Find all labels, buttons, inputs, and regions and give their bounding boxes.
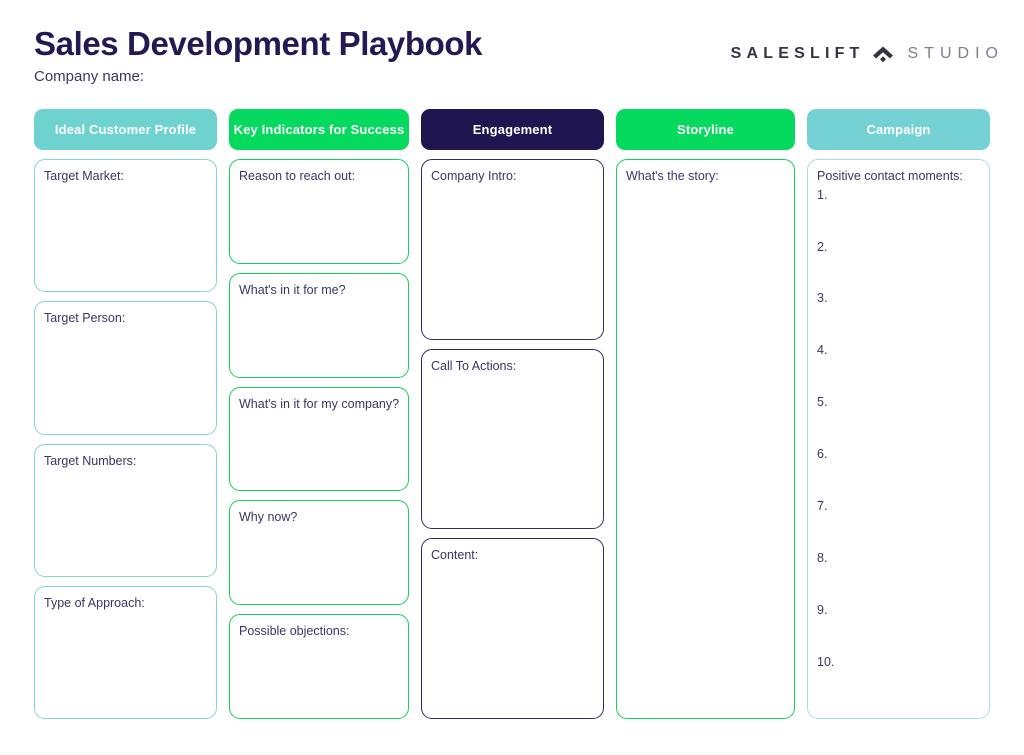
field-label: Why now? (239, 510, 298, 525)
field-company-intro[interactable]: Company Intro: (421, 159, 604, 340)
field-why-now[interactable]: Why now? (229, 500, 409, 606)
field-label: Company Intro: (431, 169, 517, 183)
field-label: Possible objections: (239, 624, 350, 639)
field-label: Content: (431, 548, 479, 563)
field-label: Reason to reach out: (239, 169, 356, 183)
column-storyline: Storyline What's the story: (616, 109, 796, 719)
field-label: Type of Approach: (44, 595, 145, 610)
field-content[interactable]: Content: (421, 538, 604, 720)
list-item[interactable]: 2. (817, 239, 828, 254)
column-header-storyline: Storyline (616, 109, 796, 150)
page-header: Sales Development Playbook Company name:… (0, 0, 1024, 100)
field-target-person[interactable]: Target Person: (34, 301, 217, 435)
list-item[interactable]: 1. (817, 187, 828, 202)
column-campaign: Campaign Positive contact moments: 1. 2.… (807, 109, 991, 719)
field-target-market[interactable]: Target Market: (34, 159, 217, 293)
column-header-key-indicators-for-success: Key Indicators for Success (229, 109, 409, 150)
field-label: What's the story: (626, 169, 719, 183)
brand-name: SALESLIFT (730, 45, 865, 62)
column-engagement: Engagement Company Intro: Call To Action… (421, 109, 604, 720)
field-whats-in-it-for-my-company[interactable]: What's in it for my company? (229, 386, 409, 492)
playbook-board: Ideal Customer Profile Target Market: Ta… (34, 109, 991, 720)
list-item[interactable]: 7. (817, 499, 828, 514)
list-item[interactable]: 6. (817, 447, 828, 462)
column-ideal-customer-profile: Ideal Customer Profile Target Market: Ta… (34, 109, 217, 719)
field-call-to-actions[interactable]: Call To Actions: (421, 348, 604, 530)
column-body-storyline: What's the story: (616, 159, 796, 719)
list-item[interactable]: 9. (817, 602, 828, 617)
field-label: Target Market: (44, 169, 124, 183)
field-type-of-approach[interactable]: Type of Approach: (34, 585, 217, 719)
field-whats-the-story[interactable]: What's the story: (616, 159, 796, 719)
column-body-key-indicators-for-success: Reason to reach out: What's in it for me… (229, 159, 409, 719)
field-label: What's in it for my company? (239, 396, 400, 411)
field-label: What's in it for me? (239, 282, 346, 297)
column-body-ideal-customer-profile: Target Market: Target Person: Target Num… (34, 159, 217, 719)
field-label: Target Person: (44, 311, 126, 326)
field-whats-in-it-for-me[interactable]: What's in it for me? (229, 272, 409, 378)
brand-suffix: STUDIO (907, 45, 1004, 62)
column-header-ideal-customer-profile: Ideal Customer Profile (34, 109, 217, 150)
column-body-campaign: Positive contact moments: 1. 2. 3. 4. 5.… (807, 159, 991, 719)
list-item[interactable]: 10. (817, 654, 835, 669)
field-possible-objections[interactable]: Possible objections: (229, 614, 409, 719)
field-label: Positive contact moments: (817, 169, 963, 183)
field-reason-to-reach-out[interactable]: Reason to reach out: (229, 159, 409, 264)
chevron-diamond-icon (871, 43, 895, 65)
column-header-campaign: Campaign (807, 109, 991, 150)
column-header-engagement: Engagement (421, 109, 604, 150)
list-item[interactable]: 5. (817, 395, 828, 410)
page-title: Sales Development Playbook (34, 25, 483, 62)
list-item[interactable]: 3. (817, 291, 828, 306)
positive-contact-moments-list: 1. 2. 3. 4. 5. 6. 7. 8. 9. 10. (817, 187, 980, 708)
list-item[interactable]: 8. (817, 550, 828, 565)
field-label: Target Numbers: (44, 453, 137, 468)
field-label: Call To Actions: (431, 358, 517, 373)
column-body-engagement: Company Intro: Call To Actions: Content: (421, 159, 604, 720)
company-name-label: Company name: (34, 68, 145, 86)
field-positive-contact-moments[interactable]: Positive contact moments: 1. 2. 3. 4. 5.… (807, 159, 991, 719)
brand-logo: SALESLIFT STUDIO (731, 42, 1004, 66)
field-target-numbers[interactable]: Target Numbers: (34, 443, 217, 577)
column-key-indicators-for-success: Key Indicators for Success Reason to rea… (229, 109, 409, 719)
title-block: Sales Development Playbook Company name: (34, 25, 483, 86)
list-item[interactable]: 4. (817, 343, 828, 358)
